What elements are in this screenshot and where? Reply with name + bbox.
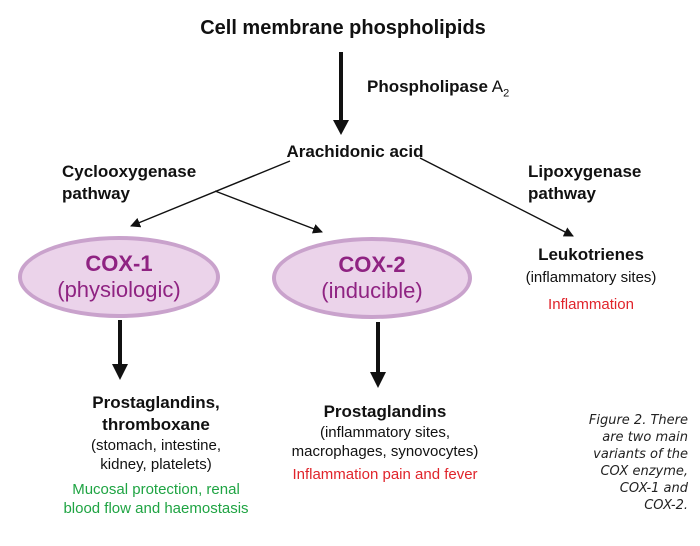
cyclooxygenase-line-1: Cyclooxygenase bbox=[62, 162, 197, 181]
arrow-arachidonic-to-leukotrienes bbox=[419, 157, 574, 237]
figure-caption: Figure 2. There are two main variants of… bbox=[589, 412, 688, 514]
arrowhead-cox1-to-products bbox=[112, 364, 128, 380]
cox2-products-node: Prostaglandins (inflammatory sites, macr… bbox=[292, 401, 479, 484]
cox2-ellipse: COX-2 (inducible) bbox=[272, 237, 472, 319]
cox1-products-title-1: Prostaglandins, bbox=[92, 393, 220, 412]
caption-line-6: COX-2. bbox=[644, 498, 688, 513]
enzyme-name: Phospholipase bbox=[367, 77, 488, 96]
cox2-name: COX-2 bbox=[338, 252, 406, 277]
cyclooxygenase-line-2: pathway bbox=[62, 184, 131, 203]
cox1-products-title-2: thromboxane bbox=[102, 415, 210, 434]
cyclooxygenase-pathway-label: Cyclooxygenase pathway bbox=[62, 161, 196, 205]
arrow-arachidonic-to-cox1 bbox=[130, 160, 291, 228]
lipoxygenase-line-1: Lipoxygenase bbox=[528, 162, 642, 181]
cox2-products-effect: Inflammation pain and fever bbox=[292, 466, 478, 483]
leukotrienes-effect: Inflammation bbox=[548, 296, 634, 313]
cox2-products-sites-2: macrophages, synovocytes) bbox=[291, 443, 479, 460]
arrowhead-cox2-to-products bbox=[370, 372, 386, 388]
cox1-type: (physiologic) bbox=[57, 277, 181, 302]
enzyme-subscript: 2 bbox=[503, 87, 510, 100]
lipoxygenase-line-2: pathway bbox=[528, 184, 597, 203]
enzyme-label: Phospholipase A2 bbox=[367, 76, 509, 104]
node-membrane: Cell membrane phospholipids bbox=[200, 17, 486, 39]
cox1-products-effect-1: Mucosal protection, renal bbox=[72, 481, 240, 498]
arrowhead-membrane-to-arachidonic bbox=[333, 120, 349, 135]
leukotrienes-node: Leukotrienes (inflammatory sites) Inflam… bbox=[526, 244, 657, 314]
cox2-products-sites-1: (inflammatory sites, bbox=[319, 424, 451, 441]
cox1-name: COX-1 bbox=[85, 251, 153, 276]
caption-line-2: are two main bbox=[602, 430, 688, 445]
arrow-arachidonic-to-cox2 bbox=[214, 190, 323, 234]
lipoxygenase-pathway-label: Lipoxygenase pathway bbox=[528, 161, 641, 205]
leukotrienes-title: Leukotrienes bbox=[538, 245, 644, 264]
cox1-products-sites-2: kidney, platelets) bbox=[100, 456, 212, 473]
caption-line-1: Figure 2. There bbox=[588, 413, 688, 428]
node-arachidonic-acid: Arachidonic acid bbox=[286, 142, 424, 161]
cox1-products-sites-1: (stomach, intestine, bbox=[90, 437, 222, 454]
caption-line-4: COX enzyme, bbox=[600, 464, 688, 479]
leukotrienes-sites: (inflammatory sites) bbox=[525, 269, 657, 286]
cox1-products-effect-2: blood flow and haemostasis bbox=[63, 500, 249, 517]
cox1-products-node: Prostaglandins, thromboxane (stomach, in… bbox=[63, 392, 248, 518]
cox2-products-title: Prostaglandins bbox=[323, 402, 447, 421]
enzyme-letter: A bbox=[491, 77, 504, 96]
caption-line-3: variants of the bbox=[593, 447, 688, 462]
cox2-type: (inducible) bbox=[321, 278, 423, 303]
caption-line-5: COX-1 and bbox=[619, 481, 688, 496]
cox1-ellipse: COX-1 (physiologic) bbox=[18, 236, 220, 318]
